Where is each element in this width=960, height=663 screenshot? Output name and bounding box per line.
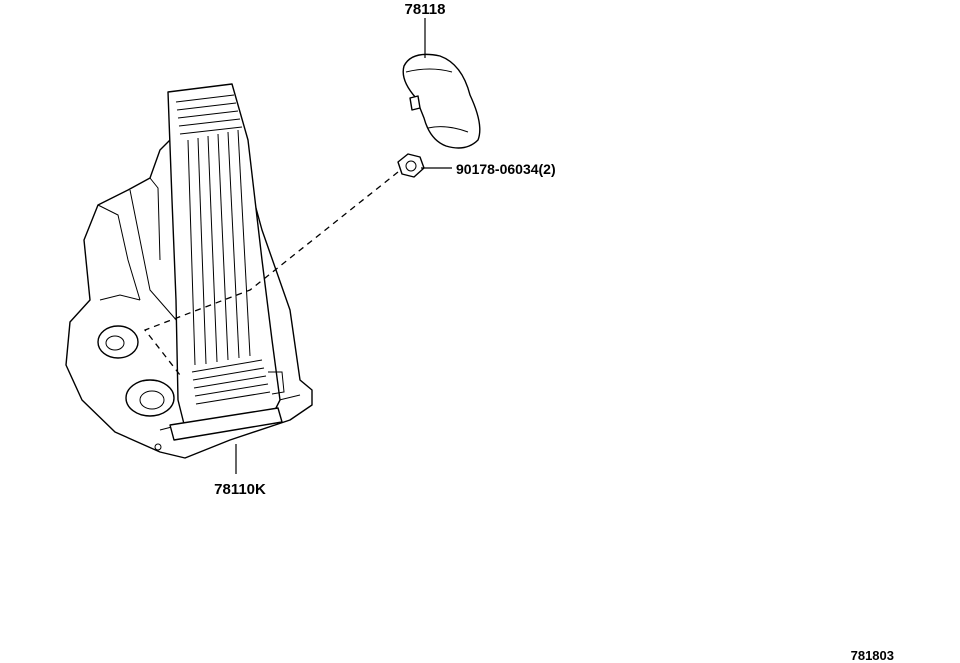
accelerator-pedal-assembly-icon[interactable] (65, 83, 313, 459)
figure-id: 781803 (851, 648, 894, 663)
pedal-pad-icon[interactable] (402, 53, 481, 149)
hex-nut-icon[interactable] (397, 153, 425, 178)
callout-78110k: 78110K (214, 481, 266, 498)
callout-nut: 90178-06034(2) (456, 161, 556, 177)
installation-dashed-line (143, 171, 399, 376)
callout-78118: 78118 (405, 1, 446, 18)
